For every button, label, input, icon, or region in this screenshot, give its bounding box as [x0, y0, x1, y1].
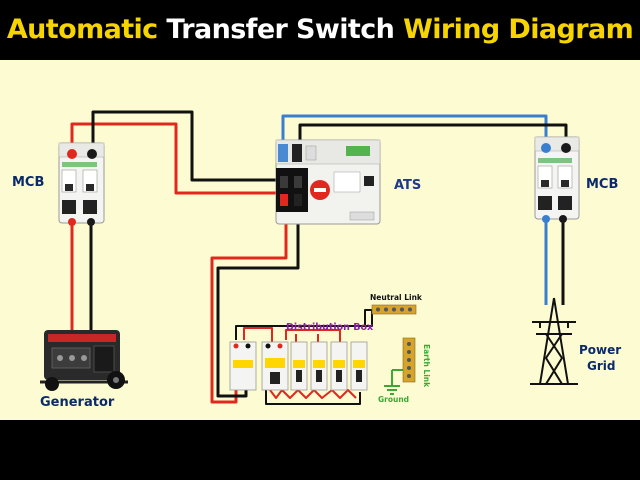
terminal-black-icon: [87, 149, 97, 159]
bottom-bar: [0, 420, 640, 480]
power-grid-label-line1: Power: [579, 343, 621, 357]
power-tower-icon: [530, 297, 578, 385]
wire-db-red-outputs: [269, 389, 357, 399]
terminal-blue-icon: [541, 143, 551, 153]
title-bar: Automatic Transfer Switch Wiring Diagram: [0, 0, 640, 60]
wires: [70, 110, 568, 405]
neutral-link-label: Neutral Link: [370, 293, 423, 302]
title-part-transfer-switch: Transfer Switch: [166, 14, 395, 45]
title-part-wiring-diagram: Wiring Diagram: [403, 14, 634, 45]
earth-link-bar: [402, 337, 416, 383]
ats-label: ATS: [394, 178, 421, 193]
terminal-red-icon: [67, 149, 77, 159]
generator-icon: [40, 330, 128, 391]
mcb-right-label: MCB: [586, 177, 618, 192]
distribution-box: [229, 341, 368, 391]
mcb-left-label: MCB: [12, 175, 44, 190]
mcb-left: [58, 142, 105, 226]
power-grid-label-line2: Grid: [587, 359, 615, 373]
wire-gen-black-to-ats: [91, 110, 297, 205]
title-part-automatic: Automatic: [6, 14, 158, 45]
wire-neutral-link-feed: [364, 309, 375, 326]
terminal-black-icon: [561, 143, 571, 153]
distribution-box-label: Distribution Box: [286, 322, 373, 333]
wire-ats-black-out: [216, 212, 300, 398]
wire-db-black-out: [265, 390, 361, 405]
earth-link-label: Earth Link: [422, 344, 431, 388]
ground-icon: [384, 385, 400, 395]
sp-mcb-2: [310, 341, 328, 391]
sp-mcb-1: [290, 341, 308, 391]
generator-label: Generator: [40, 395, 115, 410]
wire-db-black-main: [235, 310, 373, 340]
ground-label: Ground: [378, 395, 409, 404]
sp-mcb-4: [350, 341, 368, 391]
ats-unit: [275, 139, 381, 225]
neutral-link-bar: [371, 304, 417, 315]
mcb-right: [534, 136, 580, 223]
page-title: Automatic Transfer Switch Wiring Diagram: [0, 8, 640, 52]
wire-db-red-bus: [243, 327, 341, 342]
wire-grid-blue-to-ats: [281, 114, 548, 152]
sp-mcb-3: [330, 341, 348, 391]
wire-ats-red-out: [210, 212, 288, 404]
